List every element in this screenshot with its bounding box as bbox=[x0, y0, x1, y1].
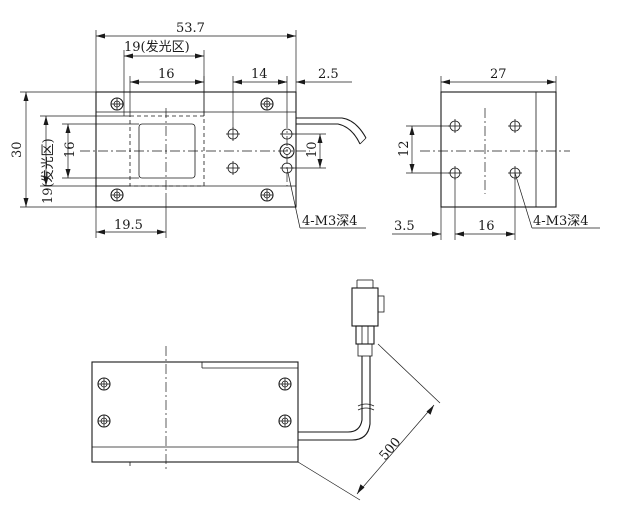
dim-side-width: 27 bbox=[490, 67, 507, 82]
front-body-outline bbox=[95, 91, 297, 208]
dim-emit-height: 19(发光区) bbox=[40, 138, 56, 204]
bottom-screw bbox=[278, 414, 292, 428]
dim-side-left-offset: 3.5 bbox=[394, 219, 415, 234]
bottom-cable-outer bbox=[298, 356, 363, 433]
m3-hole bbox=[508, 119, 522, 133]
dim-hole-pitch-x: 14 bbox=[251, 67, 268, 82]
cable-gland bbox=[279, 143, 295, 159]
m3-hole bbox=[226, 161, 240, 175]
connector bbox=[351, 279, 385, 357]
dim-overall-length: 53.7 bbox=[176, 21, 205, 36]
side-thread-leader bbox=[514, 172, 533, 229]
bottom-screw bbox=[97, 377, 111, 391]
dim-emit-width: 19(发光区) bbox=[124, 39, 190, 55]
bottom-cable-inner bbox=[298, 356, 371, 441]
m3-hole bbox=[448, 119, 462, 133]
dim-left-offset: 19.5 bbox=[114, 218, 143, 233]
front-cable-top bbox=[296, 117, 367, 139]
front-cable-bottom bbox=[296, 123, 361, 145]
side-thread-note: 4-M3深4 bbox=[533, 214, 589, 229]
corner-screw-bottom-left bbox=[110, 188, 124, 202]
dim-side-hole-pitch-y: 12 bbox=[397, 140, 412, 157]
side-body-outline bbox=[440, 91, 557, 208]
front-thread-note: 4-M3深4 bbox=[302, 214, 358, 229]
front-cable-end bbox=[359, 137, 367, 145]
m3-hole bbox=[448, 166, 462, 180]
dim-cable-length: 500 bbox=[377, 435, 405, 464]
cable-break-mark bbox=[357, 403, 375, 407]
corner-screw-bottom-right bbox=[260, 188, 274, 202]
front-view: 53.7 19(发光区) 16 14 2.5 30 bbox=[10, 21, 367, 238]
corner-screw-top-left bbox=[110, 97, 124, 111]
bottom-screw bbox=[97, 414, 111, 428]
thread-leader bbox=[286, 167, 301, 229]
side-view: 27 12 3.5 16 4-M3深4 bbox=[392, 67, 600, 240]
bottom-screw bbox=[278, 377, 292, 391]
dim-side-hole-pitch-x: 16 bbox=[478, 219, 495, 234]
dim-inner-height: 16 bbox=[63, 141, 78, 158]
dim-hole-pitch-y: 10 bbox=[305, 141, 320, 158]
dim-offset-right: 2.5 bbox=[318, 67, 339, 82]
corner-screw-top-right bbox=[260, 97, 274, 111]
dim-overall-height: 30 bbox=[10, 141, 25, 158]
m3-hole bbox=[226, 127, 240, 141]
bottom-view: 500 bbox=[91, 279, 441, 501]
dim-inner-width: 16 bbox=[158, 67, 175, 82]
bottom-body-outline bbox=[91, 361, 299, 463]
